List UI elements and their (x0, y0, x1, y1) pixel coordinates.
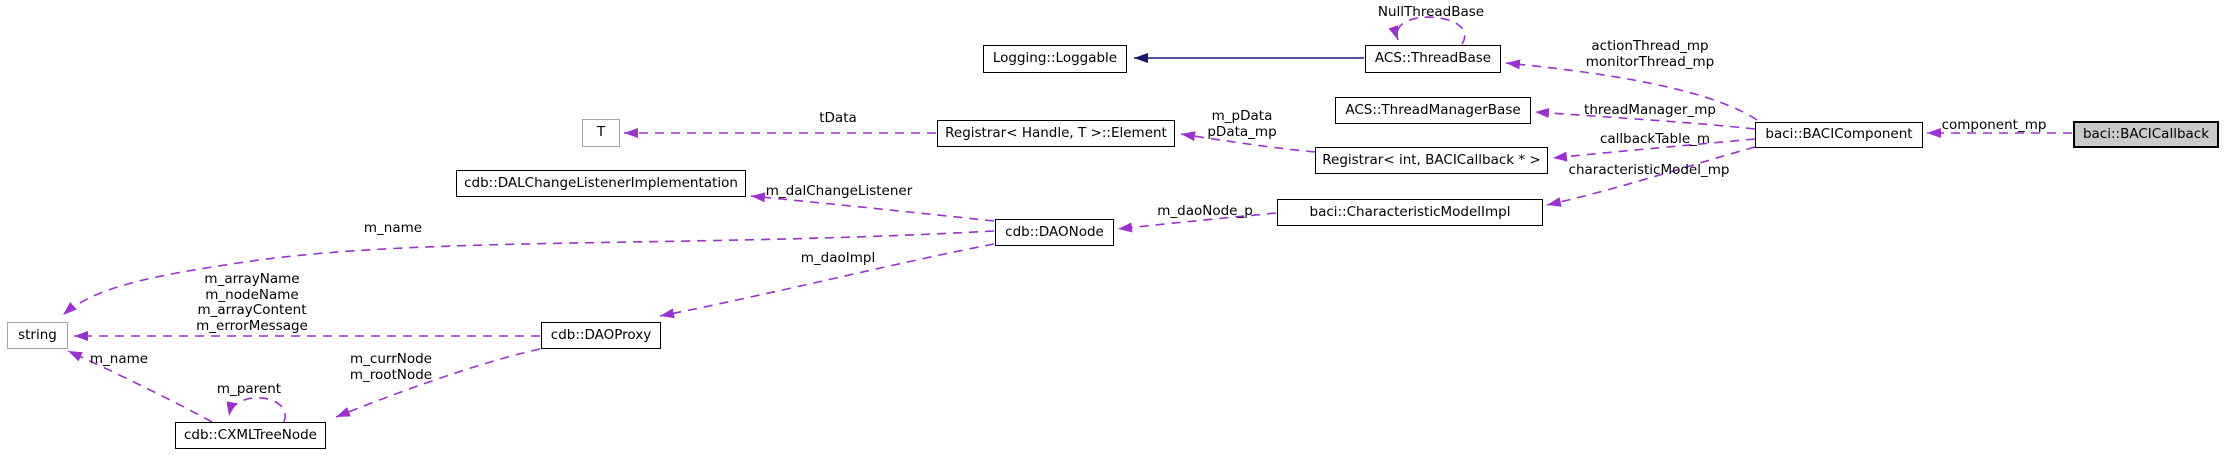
node-baci-bacicallback: baci::BACICallback (2073, 121, 2219, 148)
node-acs-threadbase[interactable]: ACS::ThreadBase (1365, 45, 1501, 73)
edge-label-mcurrnode-mrootnode: m_currNode m_rootNode (342, 351, 440, 383)
node-cdb-dalchangelistenerimplementation[interactable]: cdb::DALChangeListenerImplementation (456, 170, 746, 197)
edge-label-m-name-daonode: m_name (363, 220, 423, 236)
edge-label-actionthread-monitorthread: actionThread_mp monitorThread_mp (1583, 38, 1717, 70)
edge-daonode-dalchangelistener (750, 192, 995, 222)
edge-registrar-element (1180, 131, 1316, 153)
edge-label-actionthread-mp: actionThread_mp (1591, 38, 1709, 54)
node-baci-bacicomponent[interactable]: baci::BACIComponent (1755, 122, 1923, 148)
edge-threadbase-self-nullthreadbase (1388, 16, 1466, 45)
edge-label-pdata-mp: pData_mp (1207, 123, 1277, 140)
edge-component-threadmanager (1534, 107, 1756, 130)
edge-label-m-currnode: m_currNode (350, 351, 432, 367)
edge-label-m-arraycontent: m_arrayContent (197, 302, 307, 318)
edge-label-m-parent: m_parent (216, 381, 282, 397)
node-cdb-daoproxy[interactable]: cdb::DAOProxy (541, 322, 661, 349)
edge-component-actionthread (1505, 59, 1758, 121)
edge-label-characteristicmodel-mp: characteristicModel_mp (1568, 162, 1730, 178)
edge-label-m-pdata: m_pData (1211, 108, 1273, 124)
node-t: T (582, 119, 620, 147)
edge-daonode-string (62, 230, 995, 316)
node-baci-characteristicmodelimpl[interactable]: baci::CharacteristicModelImpl (1277, 199, 1543, 226)
edge-label-m-daoimpl: m_daoImpl (800, 250, 876, 266)
edge-component-characteristicmodel (1546, 146, 1756, 207)
node-registrar-element[interactable]: Registrar< Handle, T >::Element (937, 120, 1175, 147)
node-logging-loggable[interactable]: Logging::Loggable (983, 45, 1127, 73)
edge-label-mpdata-pdatamp: m_pData pData_mp (1199, 108, 1285, 140)
edge-label-tdata: tData (819, 110, 857, 126)
edge-label-callbacktable-m: callbackTable_m (1599, 131, 1711, 147)
edge-label-component-mp: component_mp (1941, 117, 2047, 133)
node-cdb-daonode[interactable]: cdb::DAONode (995, 219, 1114, 246)
edge-label-monitorthread-mp: monitorThread_mp (1585, 53, 1715, 70)
node-cdb-cxmltreenode[interactable]: cdb::CXMLTreeNode (175, 422, 326, 449)
edge-daonode-daoproxy (659, 243, 995, 319)
edge-treenode-string (67, 350, 213, 423)
edge-label-m-nodename: m_nodeName (205, 286, 299, 303)
node-string: string (7, 322, 68, 349)
edge-label-m-name-treenode: m_name (89, 351, 149, 367)
node-acs-threadmanagerbase[interactable]: ACS::ThreadManagerBase (1335, 97, 1531, 124)
edge-label-daoproxy-string-members: m_arrayName m_nodeName m_arrayContent m_… (172, 271, 332, 334)
edge-label-nullthreadbase: NullThreadBase (1377, 4, 1485, 20)
edge-label-m-daonode-p: m_daoNode_p (1157, 203, 1253, 219)
edge-label-m-errormessage: m_errorMessage (196, 317, 308, 334)
edge-label-threadmanager-mp: threadManager_mp (1584, 102, 1716, 118)
edge-daoproxy-treenode (335, 348, 541, 418)
edge-component-callbacktable (1552, 138, 1756, 162)
edge-label-m-arrayname: m_arrayName (204, 271, 300, 287)
edge-treenode-self-mparent (226, 396, 286, 423)
node-registrar-int-bacicallback[interactable]: Registrar< int, BACICallback * > (1315, 147, 1548, 174)
edge-label-m-dalchangelistener: m_dalChangeListener (765, 183, 913, 199)
edge-label-m-rootnode: m_rootNode (349, 366, 433, 383)
